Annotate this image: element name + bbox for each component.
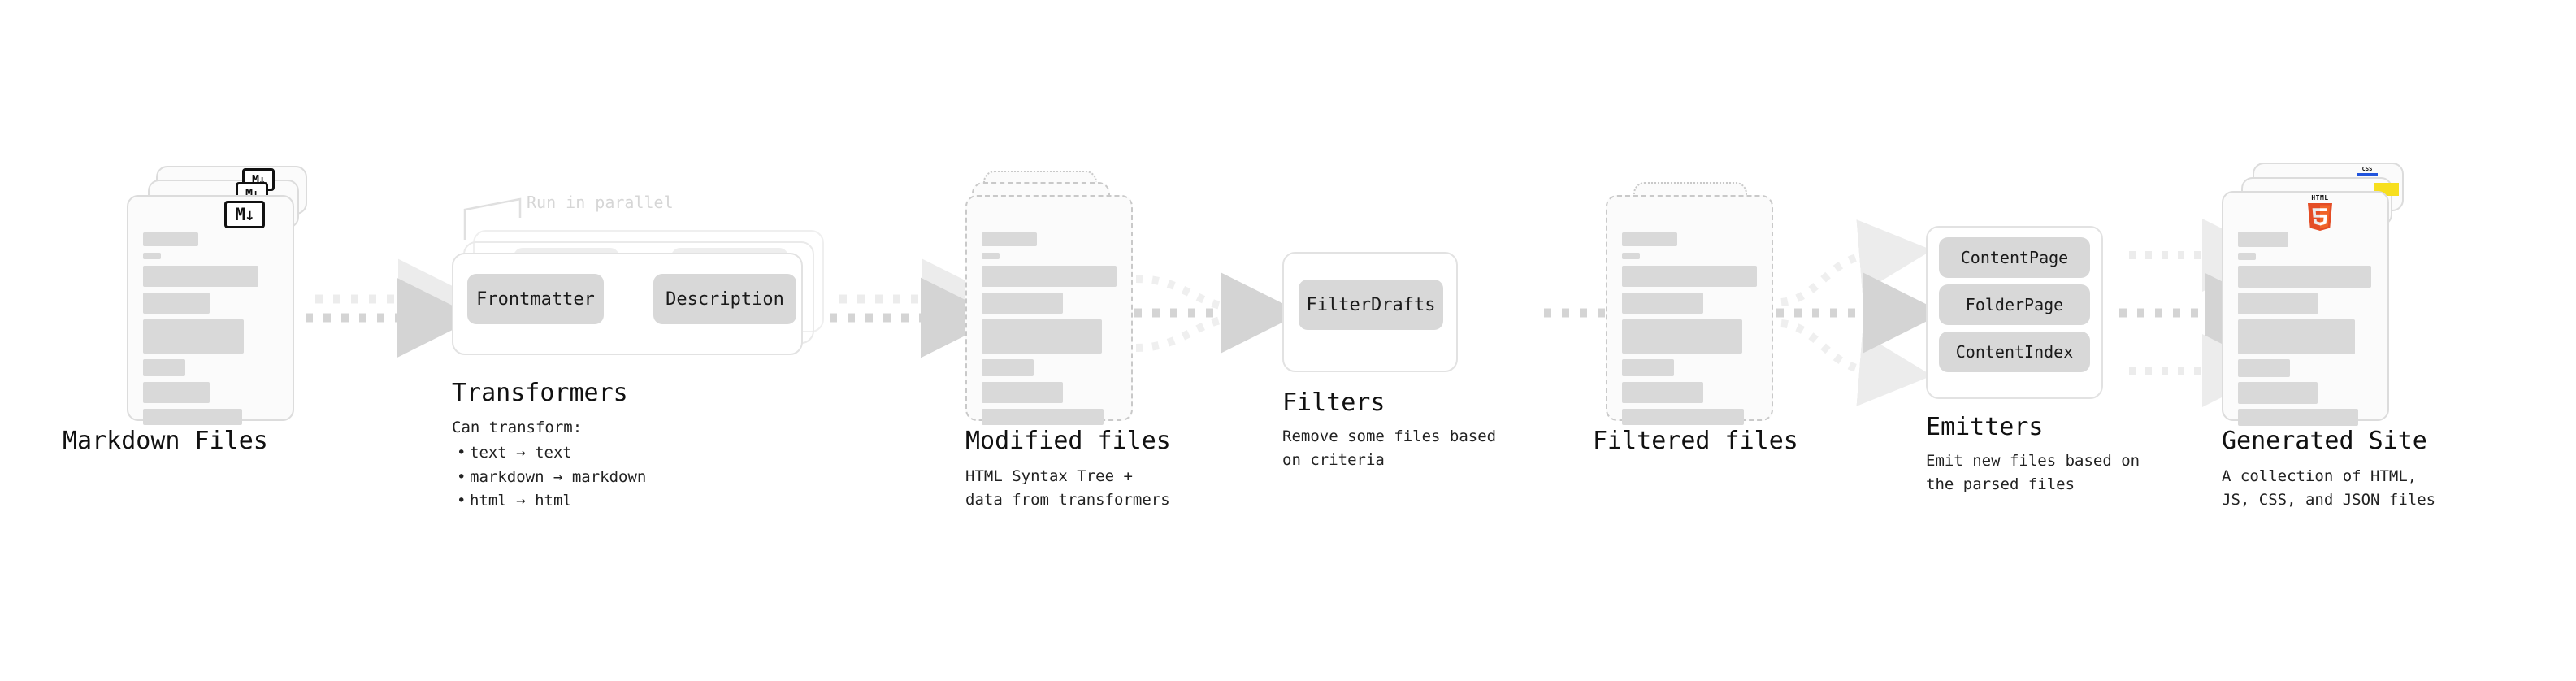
markdown-badge-front-label: M↓ [235, 204, 254, 224]
placeholder-bar [982, 266, 1117, 287]
placeholder-bar [982, 232, 1037, 246]
placeholder-bar [143, 293, 210, 314]
placeholder-bar [2238, 382, 2318, 404]
modified-card-front[interactable] [965, 195, 1133, 425]
filtered-files-title: Filtered files [1593, 427, 1798, 455]
markdown-card-front[interactable] [127, 195, 294, 425]
placeholder-bar [982, 293, 1063, 314]
filter-chip-filterdrafts-label: FilterDrafts [1306, 294, 1436, 315]
placeholder-bar [2238, 232, 2288, 247]
transformers-bullet-item: text → text [457, 441, 646, 466]
placeholder-bar [143, 319, 244, 354]
css-badge-underline [2357, 173, 2378, 176]
placeholder-bar [1622, 319, 1742, 354]
connector-markdown-to-transformers [306, 258, 479, 358]
emitter-chip-folderpage-label: FolderPage [1965, 295, 2064, 314]
placeholder-bar [982, 253, 1000, 259]
transformers-bullet-item: html → html [457, 489, 646, 514]
markdown-badge-front: M↓ [224, 201, 265, 228]
filter-chip-filterdrafts[interactable]: FilterDrafts [1299, 280, 1443, 330]
transformer-chip-frontmatter-label: Frontmatter [476, 288, 595, 310]
placeholder-bar [1622, 232, 1677, 246]
connector-transformers-to-modified [830, 258, 1003, 358]
transformer-chip-frontmatter[interactable]: Frontmatter [467, 274, 604, 324]
css-badge-label: CSS [2361, 166, 2373, 172]
modified-files-title: Modified files [965, 427, 1171, 455]
connector-modified-to-filters [1134, 272, 1302, 354]
emitter-chip-contentindex-label: ContentIndex [1955, 342, 2074, 362]
placeholder-bar [2238, 266, 2371, 288]
placeholder-bar [2238, 319, 2355, 354]
placeholder-bar [143, 409, 242, 425]
placeholder-bar [2238, 293, 2318, 314]
placeholder-bar [1622, 382, 1703, 403]
transformers-bullets-header: Can transform: [452, 419, 583, 436]
filters-title: Filters [1282, 388, 1386, 417]
placeholder-bar [1622, 409, 1744, 425]
site-card-front[interactable] [2222, 191, 2389, 426]
placeholder-bar [2238, 253, 2256, 260]
run-in-parallel-label: Run in parallel [527, 193, 674, 212]
placeholder-bar [143, 232, 198, 246]
generated-site-title: Generated Site [2222, 427, 2427, 455]
generated-site-subtitle: A collection of HTML, JS, CSS, and JSON … [2222, 467, 2436, 510]
transformer-chip-description[interactable]: Description [653, 274, 796, 324]
placeholder-bar [2238, 359, 2290, 377]
placeholder-bar [1622, 266, 1757, 287]
emitter-chip-contentpage-label: ContentPage [1960, 248, 2069, 267]
emitter-chip-contentindex[interactable]: ContentIndex [1939, 332, 2090, 372]
placeholder-bar [1622, 359, 1674, 376]
placeholder-bar [143, 253, 161, 259]
modified-files-subtitle: HTML Syntax Tree + data from transformer… [965, 467, 1170, 510]
connector-filtered-to-emitters [1776, 219, 1944, 406]
emitters-subtitle: Emit new files based on the parsed files [1926, 452, 2140, 494]
placeholder-bar [2238, 409, 2358, 426]
placeholder-bar [143, 266, 258, 287]
transformer-chip-description-label: Description [666, 288, 784, 310]
emitter-chip-contentpage[interactable]: ContentPage [1939, 237, 2090, 278]
placeholder-bar [982, 359, 1034, 376]
placeholder-bar [1622, 293, 1703, 314]
placeholder-bar [1622, 253, 1640, 259]
transformers-bullet-item: markdown → markdown [457, 466, 646, 490]
placeholder-bar [143, 359, 185, 376]
emitters-title: Emitters [1926, 413, 2044, 441]
placeholder-bar [982, 409, 1104, 425]
html5-badge-label: HTML [2311, 194, 2329, 202]
placeholder-bar [982, 319, 1102, 354]
transformers-title: Transformers [452, 379, 628, 407]
filters-subtitle: Remove some files based on criteria [1282, 427, 1497, 470]
css-badge: CSS [2357, 167, 2378, 176]
connector-emitters-to-site [2119, 219, 2285, 407]
emitter-chip-folderpage[interactable]: FolderPage [1939, 284, 2090, 325]
placeholder-bar [982, 382, 1063, 403]
filtered-card-front[interactable] [1606, 195, 1773, 425]
placeholder-bar [143, 382, 210, 403]
html5-badge: HTML [2306, 195, 2334, 232]
transformers-bullets: Can transform: text → text markdown → ma… [452, 416, 646, 514]
html5-shield-icon [2307, 203, 2333, 231]
markdown-files-title: Markdown Files [63, 427, 268, 455]
